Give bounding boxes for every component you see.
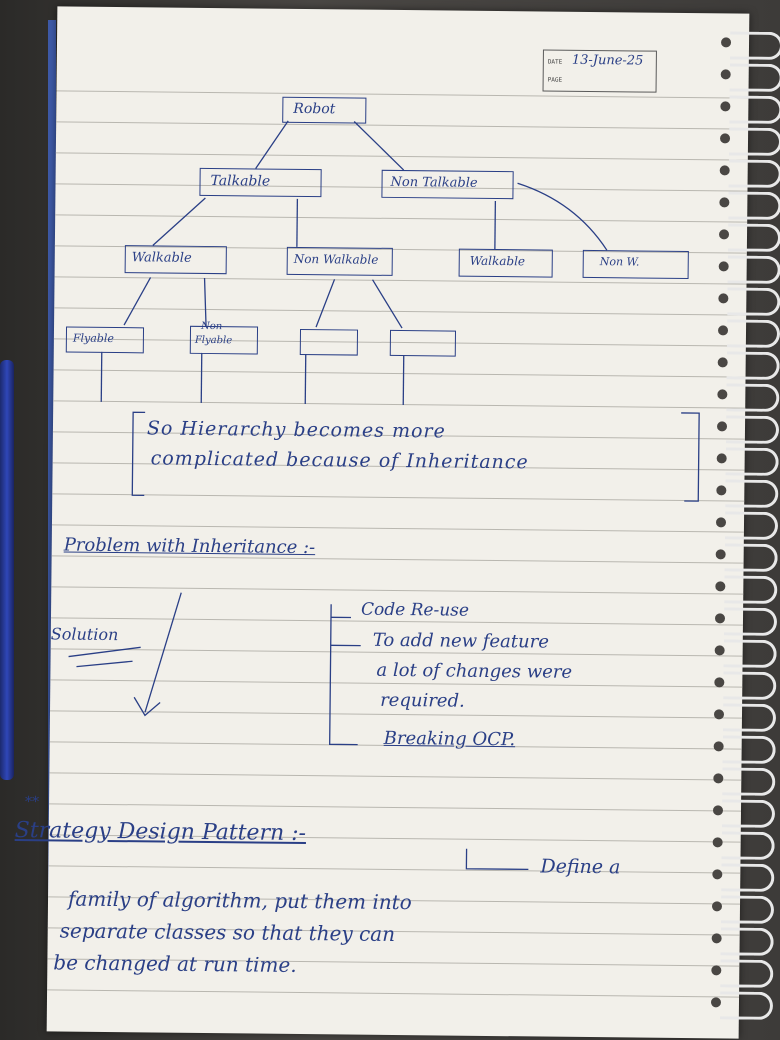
tick: [402, 355, 405, 406]
robot-label: Robot: [293, 100, 336, 118]
non-walkable-label: Non Walkable: [293, 251, 379, 267]
connector: [296, 198, 299, 247]
note-line-1: So Hierarchy becomes more: [146, 417, 446, 443]
strategy-line-3: be changed at run time.: [53, 950, 297, 977]
strategy-line-2: separate classes so that they can: [59, 918, 396, 946]
walkable-label: Walkable: [131, 250, 192, 266]
tick: [100, 351, 103, 402]
tick: [304, 354, 307, 405]
connector: [353, 121, 405, 171]
walkable-label-2: Walkable: [469, 253, 526, 269]
problem-heading: Problem with Inheritance :-: [63, 534, 316, 559]
empty-box-2: [389, 329, 457, 357]
connector: [371, 279, 403, 329]
tick: [200, 352, 203, 403]
flyable-label: Flyable: [72, 331, 114, 346]
strategy-heading: Strategy Design Pattern :-: [14, 818, 307, 847]
strategy-arrow-text: Define a: [540, 855, 621, 879]
connector: [517, 182, 608, 251]
point-3: a lot of changes were: [376, 659, 573, 683]
empty-box-1: [299, 328, 359, 356]
non-flyable-label-top: Non: [200, 320, 223, 333]
point-5: Breaking OCP.: [383, 727, 516, 751]
note-line-2: complicated because of Inheritance: [150, 447, 529, 474]
non-walkable-box: Non Walkable: [286, 246, 393, 276]
walkable-box-2: Walkable: [458, 248, 553, 278]
pen: [0, 360, 14, 780]
hierarchy-connectors: [68, 120, 700, 871]
point-4: required.: [380, 689, 465, 712]
connector: [123, 277, 152, 326]
point-1: Code Re-use: [360, 599, 470, 621]
solution-label: Solution: [50, 624, 119, 645]
non-walkable-label-2: Non W.: [599, 255, 640, 269]
strategy-arrow: [465, 848, 529, 871]
solution-underline: [76, 660, 133, 668]
point-2: To add new feature: [372, 629, 550, 653]
robot-box: Robot: [282, 96, 367, 124]
solution-underline: [68, 646, 141, 658]
connector: [255, 120, 289, 169]
connector: [315, 279, 336, 328]
note-bracket: [681, 412, 700, 502]
strategy-stars: **: [24, 794, 40, 811]
non-flyable-label-bottom: Flyable: [194, 334, 233, 347]
solution-arrow: [144, 592, 182, 713]
connector: [152, 197, 206, 246]
connector: [203, 277, 207, 326]
bracket: [329, 604, 358, 746]
flyable-box: Flyable: [65, 326, 145, 354]
walkable-box: Walkable: [124, 245, 227, 275]
non-walkable-box-2: Non W.: [582, 249, 689, 280]
non-talkable-label: Non Talkable: [390, 174, 478, 191]
solution-arrowhead: [133, 696, 161, 717]
talkable-box: Talkable: [199, 167, 322, 198]
connector: [494, 200, 497, 250]
strategy-line-1: family of algorithm, put them into: [67, 886, 412, 915]
notebook-page: DATE PAGE 13-June-25: [15, 6, 780, 1039]
non-flyable-box: Non Flyable: [189, 321, 259, 355]
non-talkable-box: Non Talkable: [381, 169, 514, 200]
note-bracket: [131, 411, 146, 496]
talkable-label: Talkable: [210, 173, 271, 190]
